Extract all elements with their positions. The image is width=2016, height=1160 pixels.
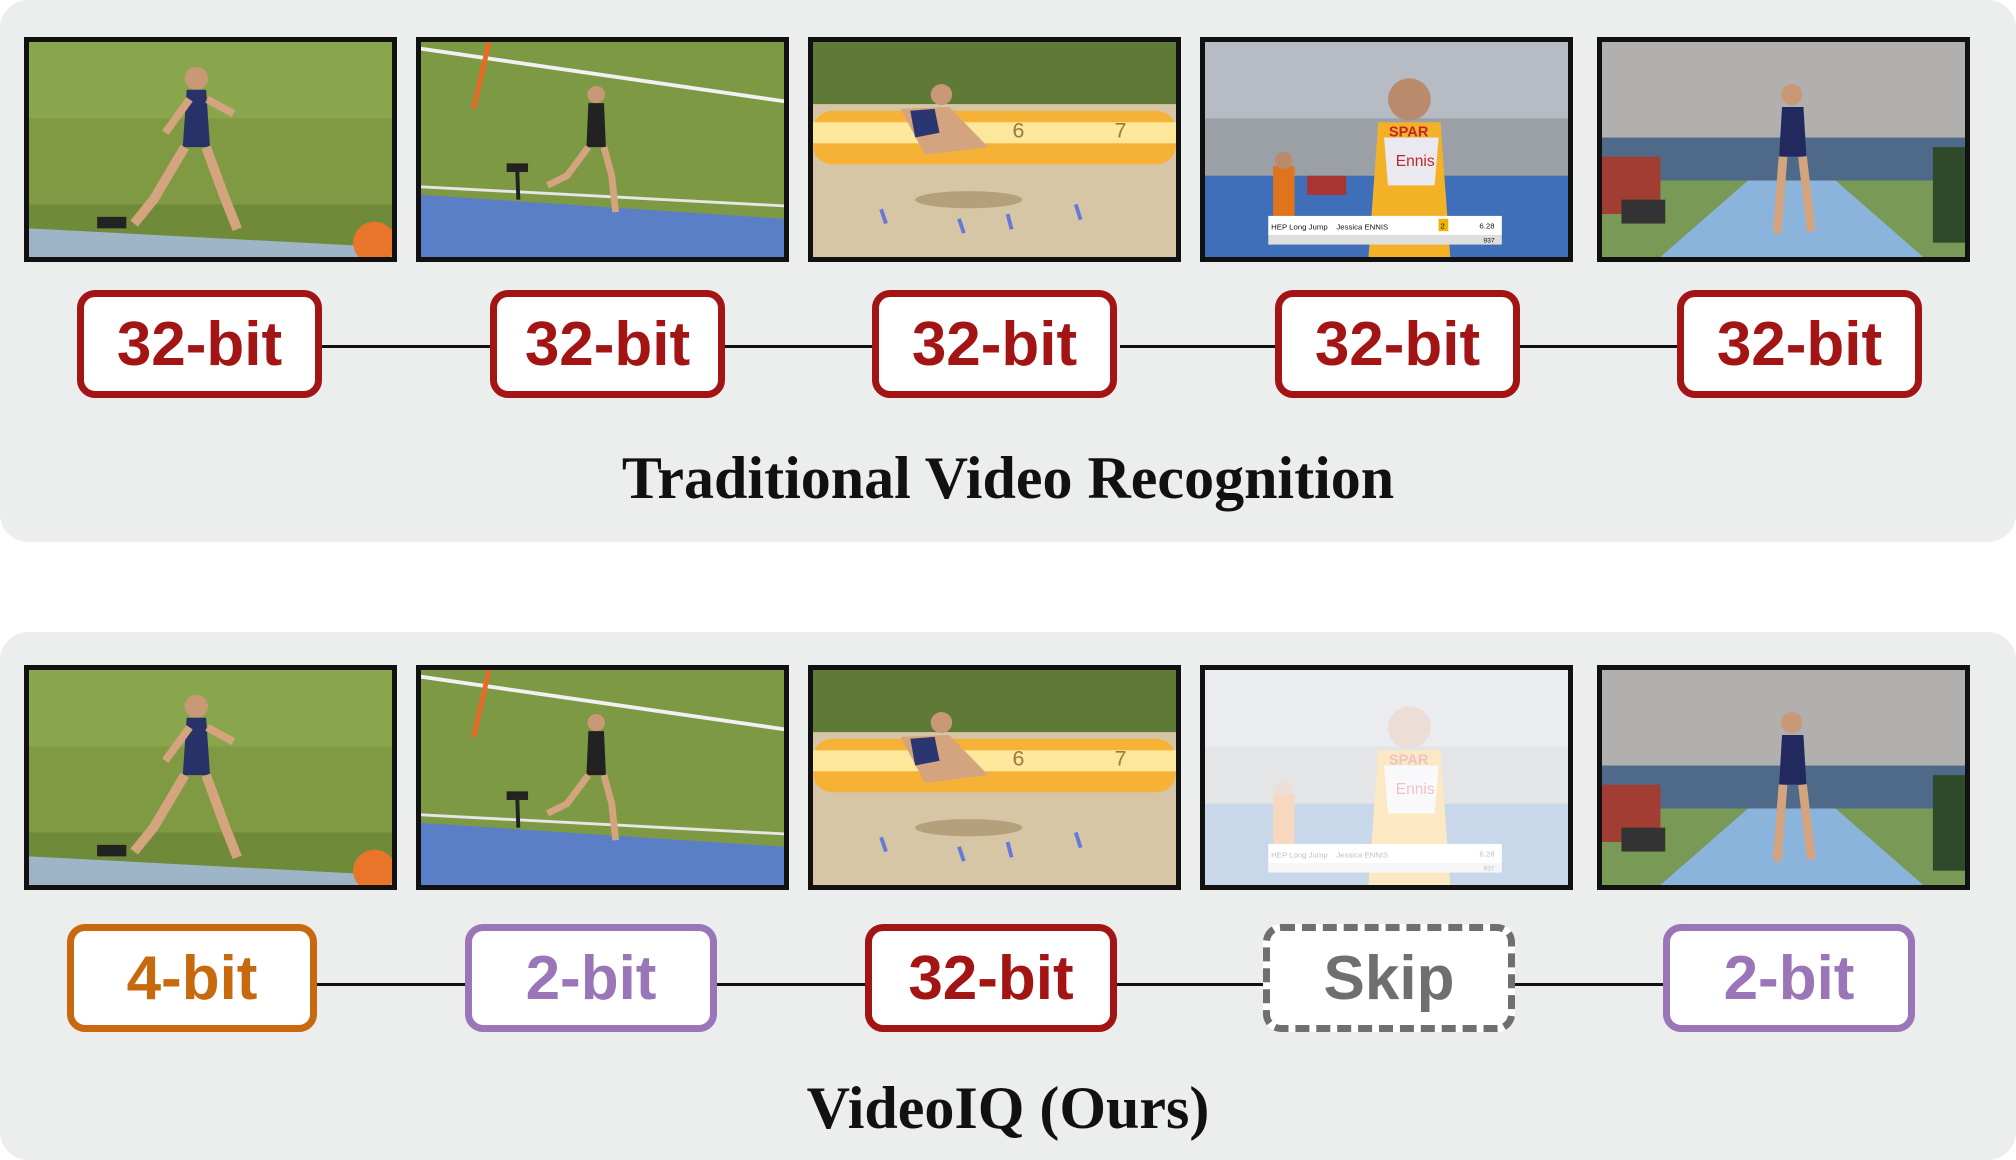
sponsor-text: SPAR xyxy=(1389,125,1429,141)
video-frame-5 xyxy=(1597,665,1970,890)
bit-badge-frame-5: 32-bit xyxy=(1677,290,1922,398)
video-frame-3: 6 7 xyxy=(808,37,1181,262)
video-frame-1 xyxy=(24,37,397,262)
svg-text:6: 6 xyxy=(1013,120,1025,143)
bib-text: Ennis xyxy=(1396,153,1435,170)
bit-badge-frame-5: 2-bit xyxy=(1663,924,1915,1032)
video-frame-4: SPAR Ennis HEP Long Jump Jessica ENNIS 2… xyxy=(1200,37,1573,262)
video-frame-3: 6 7 xyxy=(808,665,1181,890)
athlete-text: Jessica ENNIS xyxy=(1336,222,1388,231)
video-frame-4-skipped: SPAR Ennis HEP Long Jump Jessica ENNIS 6… xyxy=(1200,665,1573,890)
bit-badge-frame-2: 2-bit xyxy=(465,924,717,1032)
video-frame-5 xyxy=(1597,37,1970,262)
event-text: HEP Long Jump xyxy=(1271,222,1327,231)
videoiq-panel: 6 7 SPAR Ennis HEP Long Jump Jessica ENN… xyxy=(0,632,2016,1160)
distance-text: 6.28 xyxy=(1479,221,1494,230)
video-frame-2 xyxy=(416,37,789,262)
sponsor-text: SPAR xyxy=(1389,753,1429,769)
bit-badge-frame-1: 32-bit xyxy=(77,290,322,398)
svg-text:7: 7 xyxy=(1115,120,1127,143)
points-text: 937 xyxy=(1483,238,1495,245)
connector-line xyxy=(310,983,480,986)
connector-line xyxy=(1520,345,1690,348)
traditional-title: Traditional Video Recognition xyxy=(621,445,1395,511)
svg-text:6: 6 xyxy=(1013,748,1025,771)
connector-line xyxy=(1510,983,1680,986)
skip-badge-frame-4: Skip xyxy=(1263,924,1515,1032)
bit-badge-frame-2: 32-bit xyxy=(490,290,725,398)
points-text: 937 xyxy=(1483,866,1495,873)
bit-badge-frame-1: 4-bit xyxy=(67,924,317,1032)
connector-line xyxy=(720,345,880,348)
traditional-panel: 6 7 SPAR Ennis HEP Long Jump Jessic xyxy=(0,0,2016,542)
event-text: HEP Long Jump xyxy=(1271,850,1327,859)
videoiq-title: VideoIQ (Ours) xyxy=(806,1075,1210,1141)
distance-text: 6.28 xyxy=(1479,849,1494,858)
connector-line xyxy=(710,983,880,986)
connector-line xyxy=(1110,983,1280,986)
athlete-text: Jessica ENNIS xyxy=(1336,850,1388,859)
video-frame-2 xyxy=(416,665,789,890)
video-frame-1 xyxy=(24,665,397,890)
svg-text:7: 7 xyxy=(1115,748,1127,771)
rank-text: 2 xyxy=(1441,221,1445,230)
bit-badge-frame-4: 32-bit xyxy=(1275,290,1520,398)
bib-text: Ennis xyxy=(1396,781,1435,798)
bit-badge-frame-3: 32-bit xyxy=(865,924,1117,1032)
bit-badge-frame-3: 32-bit xyxy=(872,290,1117,398)
connector-line xyxy=(320,345,500,348)
connector-line xyxy=(1120,345,1285,348)
